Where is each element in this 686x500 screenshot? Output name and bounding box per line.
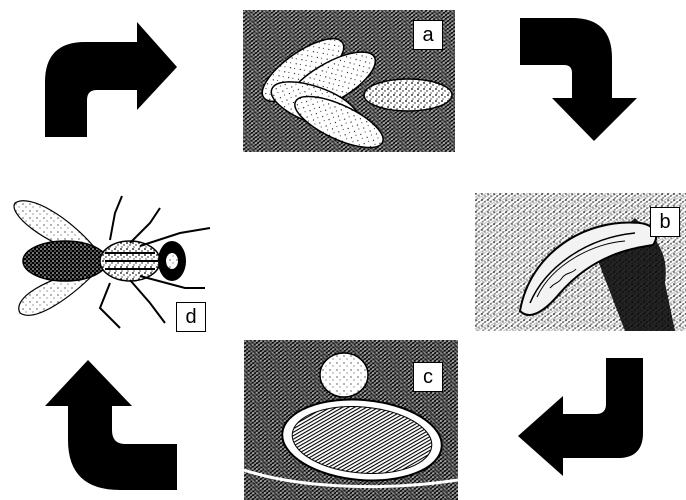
- arrow-c-to-d-icon: [45, 360, 180, 490]
- stage-label-b: b: [650, 207, 680, 237]
- stage-c-pupa-illustration: c: [244, 340, 458, 500]
- stage-label-c: c: [413, 362, 443, 392]
- arrow-a-to-b-icon: [512, 18, 647, 143]
- arrow-d-to-a-icon: [45, 22, 185, 137]
- stage-a-eggs-illustration: a: [243, 10, 455, 152]
- arrow-b-to-c-icon: [518, 358, 648, 478]
- stage-b-larva-illustration: b: [475, 193, 686, 331]
- stage-label-a: a: [413, 20, 443, 50]
- stage-d-adult-fly-illustration: d: [0, 188, 224, 338]
- stage-label-d: d: [176, 302, 206, 332]
